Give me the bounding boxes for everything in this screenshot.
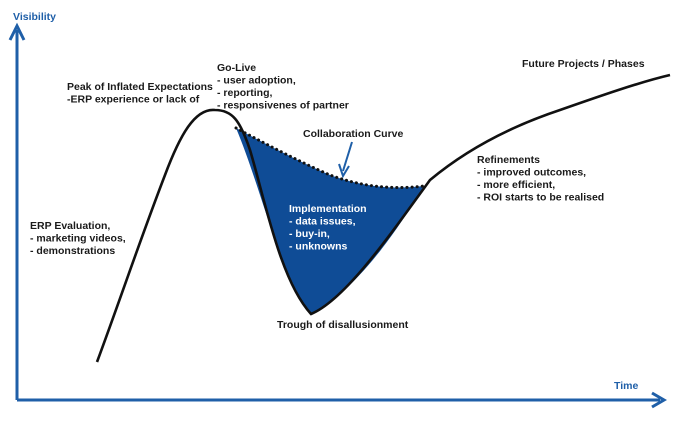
implementation-label: Implementation - data issues, - buy-in, … <box>289 203 370 253</box>
future-projects-label: Future Projects / Phases <box>522 58 645 70</box>
go-live-label: Go-Live - user adoption, - reporting, - … <box>217 62 349 112</box>
erp-evaluation-label: ERP Evaluation, - marketing videos, - de… <box>30 220 129 257</box>
collaboration-curve-label: Collaboration Curve <box>303 128 404 140</box>
y-axis <box>8 22 26 400</box>
x-axis-label: Time <box>614 380 638 392</box>
x-axis <box>17 391 667 409</box>
hype-curve <box>95 73 671 363</box>
refinements-label: Refinements - improved outcomes, - more … <box>477 154 604 204</box>
implementation-region <box>236 128 424 314</box>
y-axis-label: Visibility <box>13 11 56 23</box>
collaboration-curve <box>234 126 426 189</box>
trough-label: Trough of disallusionment <box>277 319 409 331</box>
collaboration-arrow <box>338 141 353 179</box>
peak-label: Peak of Inflated Expectations -ERP exper… <box>67 81 216 106</box>
